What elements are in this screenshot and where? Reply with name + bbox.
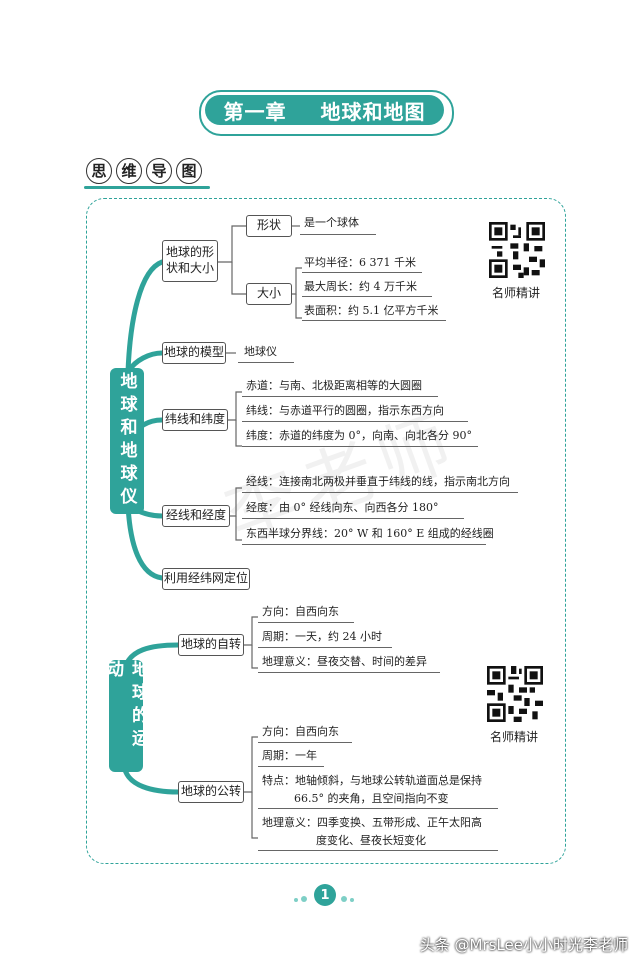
page-number: 1 (314, 884, 336, 906)
section-heading-char: 图 (176, 158, 202, 184)
root-node-earth-motion: 地球的运动 (103, 660, 148, 772)
leaf-underline (258, 622, 354, 624)
node-size: 大小 (246, 283, 292, 305)
leaf-underline (258, 766, 324, 768)
section-heading-char: 维 (116, 158, 142, 184)
leaf-underline (302, 320, 446, 322)
leaf-underline (238, 362, 294, 364)
chapter-number: 第一章 (223, 99, 287, 124)
section-heading: 思 维 导 图 (86, 158, 202, 184)
leaf-revolution-meaning-1: 地理意义：四季变换、五带形成、正午太阳高 (262, 816, 482, 829)
leaf-underline (258, 808, 498, 810)
leaf-underline (258, 742, 352, 744)
leaf-hemisphere: 东西半球分界线：20° W 和 160° E 组成的经线圈 (246, 527, 494, 540)
leaf-underline (258, 850, 498, 852)
qr-code-icon[interactable] (489, 222, 545, 278)
mindmap-frame (86, 198, 566, 864)
leaf-revolution-meaning-2: 度变化、昼夜长短变化 (316, 834, 426, 847)
leaf-size-circumference: 最大周长：约 4 万千米 (304, 280, 417, 293)
leaf-revolution-feature-1: 特点：地轴倾斜，与地球公转轨道面总是保持 (262, 774, 482, 787)
leaf-size-area: 表面积：约 5.1 亿平方千米 (304, 304, 439, 317)
node-latitude: 纬线和纬度 (162, 409, 228, 431)
leaf-revolution-direction: 方向：自西向东 (262, 725, 339, 738)
decor-dot (301, 896, 307, 902)
decor-dot (294, 898, 298, 902)
node-globe-model: 地球的模型 (162, 342, 226, 364)
section-heading-char: 思 (86, 158, 112, 184)
leaf-revolution-period: 周期：一年 (262, 749, 317, 762)
node-rotation: 地球的自转 (178, 634, 244, 656)
leaf-underline (242, 544, 486, 546)
leaf-latitude: 纬度：赤道的纬度为 0°，向南、向北各分 90° (246, 429, 472, 442)
node-longitude: 经线和经度 (162, 505, 230, 527)
leaf-underline (302, 296, 432, 298)
leaf-globe: 地球仪 (244, 345, 277, 358)
leaf-shape: 是一个球体 (304, 216, 359, 229)
chapter-banner: 第一章 地球和地图 (205, 95, 444, 125)
node-grid-positioning: 利用经纬网定位 (162, 568, 250, 590)
leaf-underline (242, 518, 464, 520)
leaf-underline (242, 446, 478, 448)
leaf-underline (242, 492, 518, 494)
leaf-rotation-direction: 方向：自西向东 (262, 605, 339, 618)
leaf-rotation-meaning: 地理意义：昼夜交替、时间的差异 (262, 655, 427, 668)
leaf-size-radius: 平均半径：6 371 千米 (304, 256, 416, 269)
chapter-banner-frame (199, 90, 454, 136)
qr-code-icon[interactable] (487, 666, 543, 722)
leaf-underline (302, 272, 422, 274)
leaf-underline (300, 234, 376, 236)
leaf-underline (242, 421, 468, 423)
root-node-globe: 地球和地球仪 (110, 368, 144, 514)
leaf-underline (242, 396, 438, 398)
footer-credit: 头条 @MrsLee小小时光李老师 (419, 936, 628, 954)
leaf-parallel: 纬线：与赤道平行的圆圈，指示东西方向 (246, 404, 444, 417)
leaf-rotation-period: 周期：一天，约 24 小时 (262, 630, 382, 643)
leaf-revolution-feature-2: 66.5° 的夹角，且空间指向不变 (294, 792, 449, 805)
section-heading-underline (84, 186, 210, 189)
chapter-title: 地球和地图 (320, 99, 426, 124)
leaf-equator: 赤道：与南、北极距离相等的大圆圈 (246, 379, 422, 392)
qr-label: 名师精讲 (492, 286, 541, 300)
leaf-meridian: 经线：连接南北两极并垂直于纬线的线，指示南北方向 (246, 475, 510, 488)
section-heading-char: 导 (146, 158, 172, 184)
leaf-longitude: 经度：由 0° 经线向东、向西各分 180° (246, 501, 439, 514)
leaf-underline (258, 672, 440, 674)
node-earth-shape-size: 地球的形状和大小 (162, 240, 218, 282)
leaf-underline (258, 647, 392, 649)
decor-dot (350, 898, 354, 902)
decor-dot (341, 896, 347, 902)
node-revolution: 地球的公转 (178, 781, 244, 803)
qr-label: 名师精讲 (490, 730, 539, 744)
node-shape: 形状 (246, 215, 292, 237)
